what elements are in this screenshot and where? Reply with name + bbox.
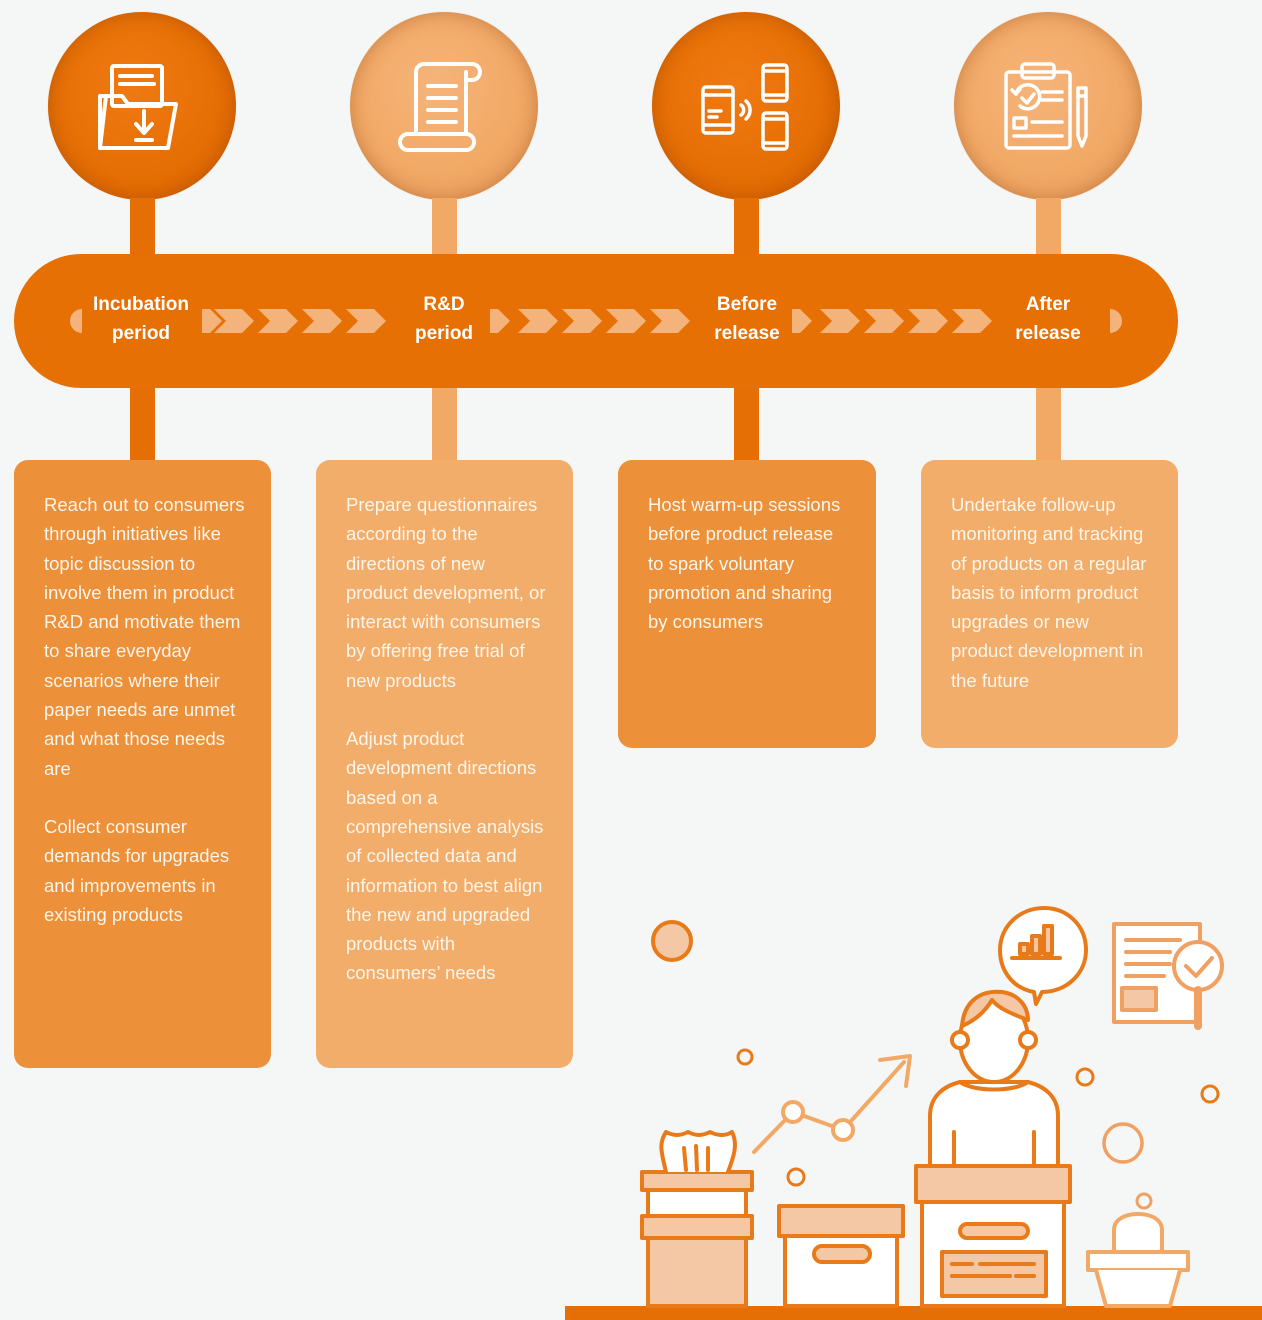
stage-card-before-release: Host warm-up sessions before product rel… [618, 460, 876, 748]
stage-circle-before-release [652, 12, 840, 200]
stage-circle-after-release [954, 12, 1142, 200]
stage-circle-rd [350, 12, 538, 200]
stage-card-rd: Prepare questionnaires according to the … [316, 460, 573, 1068]
connector-top-2 [432, 198, 457, 258]
connector-bottom-3 [734, 384, 759, 464]
timeline-arrows [70, 309, 1122, 333]
phones-sharing-icon [701, 63, 789, 151]
connector-top-1 [130, 198, 155, 258]
card-paragraph: Reach out to consumers through initiativ… [44, 494, 245, 779]
connector-top-3 [734, 198, 759, 258]
stage-card-after-release: Undertake follow-up monitoring and track… [921, 460, 1178, 748]
stage-circle-incubation [48, 12, 236, 200]
card-paragraph: Collect consumer demands for upgrades an… [44, 815, 230, 925]
connector-bottom-1 [130, 384, 155, 464]
connector-top-4 [1036, 198, 1061, 258]
card-paragraph: Adjust product development directions ba… [346, 728, 544, 984]
connector-bottom-2 [432, 384, 457, 464]
card-paragraph: Undertake follow-up monitoring and track… [951, 494, 1147, 691]
clipboard-tracking-icon [1004, 62, 1088, 150]
folder-download-icon [98, 64, 178, 150]
card-paragraph: Host warm-up sessions before product rel… [648, 494, 841, 633]
consumer-illustration [565, 906, 1262, 1320]
card-paragraph: Prepare questionnaires according to the … [346, 494, 546, 691]
connector-bottom-4 [1036, 384, 1061, 464]
scroll-document-icon [398, 62, 482, 152]
stage-card-incubation: Reach out to consumers through initiativ… [14, 460, 271, 1068]
